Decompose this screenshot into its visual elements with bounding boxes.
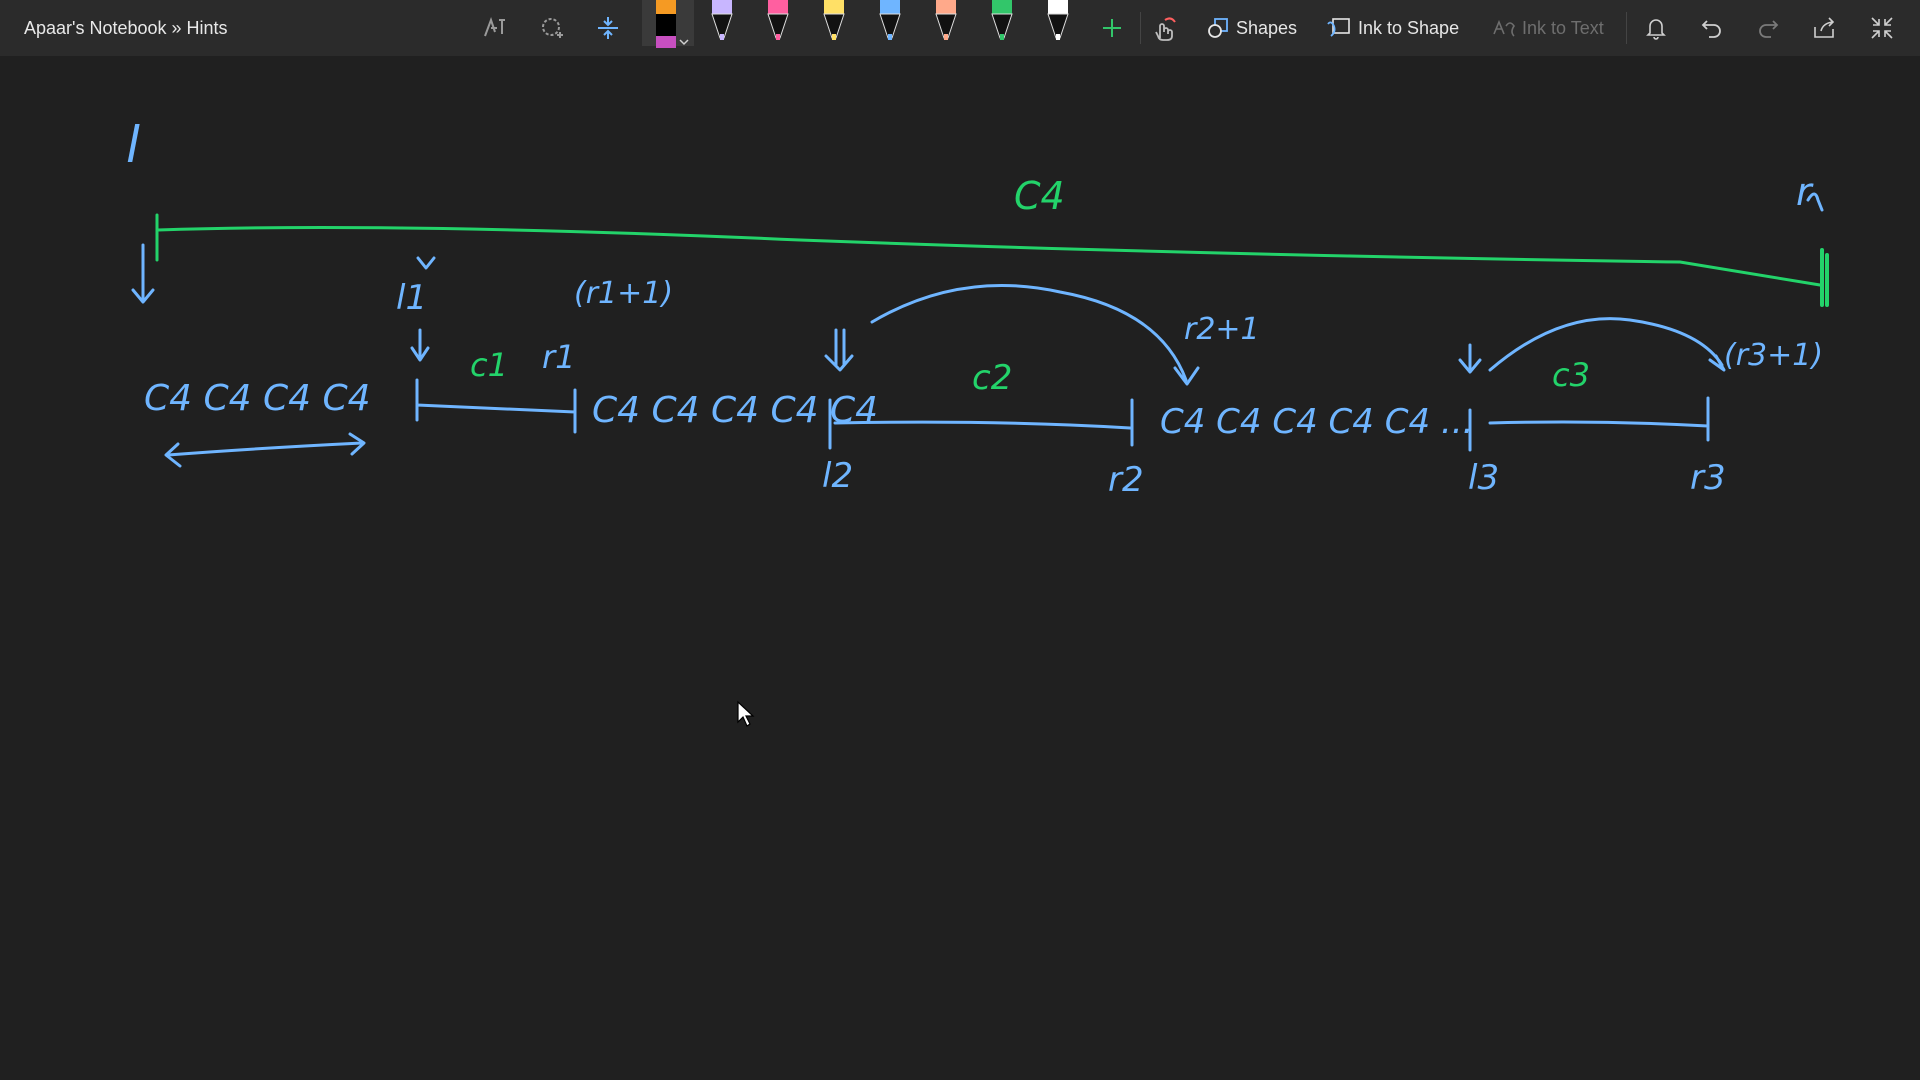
segment-2 xyxy=(828,398,1134,450)
label-r2: r2 xyxy=(1108,460,1144,500)
label-seq1: C4 C4 C4 C4 xyxy=(144,378,371,419)
share-icon[interactable] xyxy=(1804,8,1844,48)
label-l3: l3 xyxy=(1468,458,1500,498)
ink-drawing xyxy=(131,192,1829,468)
pen-green[interactable] xyxy=(990,0,1014,46)
shapes-icon xyxy=(1208,18,1228,38)
double-arrow xyxy=(164,432,366,468)
label-r2-plus: r2+1 xyxy=(1184,312,1260,347)
label-c3: c3 xyxy=(1552,356,1590,394)
bell-icon[interactable] xyxy=(1636,8,1676,48)
pen-pink[interactable] xyxy=(766,0,790,46)
label-c4-top: C4 xyxy=(1014,174,1065,218)
arc-3 xyxy=(1488,317,1726,372)
segment-1 xyxy=(415,378,577,434)
redo-icon[interactable] xyxy=(1748,8,1788,48)
pen-selected[interactable] xyxy=(642,0,694,48)
pen-lavender[interactable] xyxy=(710,0,734,46)
label-seq3: C4 C4 C4 C4 C4 ... xyxy=(1160,402,1474,442)
label-c2: c2 xyxy=(972,358,1013,398)
label-l1: l1 xyxy=(396,278,428,318)
collapse-icon[interactable] xyxy=(1862,8,1902,48)
label-r1: r1 xyxy=(542,338,576,376)
pen-white[interactable] xyxy=(1046,0,1070,46)
notebook-title: Apaar's Notebook » Hints xyxy=(24,18,228,38)
shapes-label: Shapes xyxy=(1236,17,1298,38)
lasso-select-icon[interactable] xyxy=(475,8,515,48)
ink-to-shape-label: Ink to Shape xyxy=(1358,17,1460,38)
shapes-button[interactable]: Shapes xyxy=(1206,8,1297,48)
ink-to-text-button[interactable]: Ink to Text xyxy=(1490,8,1604,48)
pen-yellow[interactable] xyxy=(822,0,846,46)
label-r3: r3 xyxy=(1690,458,1726,498)
label-r1-plus: (r1+1) xyxy=(574,276,674,311)
undo-icon[interactable] xyxy=(1692,8,1732,48)
ink-to-shape-button[interactable]: Ink to Shape xyxy=(1326,8,1459,48)
label-seq2: C4 C4 C4 C4 C4 xyxy=(592,390,878,431)
arrow-l xyxy=(131,243,155,304)
pen-peach[interactable] xyxy=(934,0,958,46)
ink-to-shape-icon xyxy=(1327,18,1350,37)
arrow-l1 xyxy=(410,328,430,362)
segment-3 xyxy=(1468,396,1710,452)
pen-blue[interactable] xyxy=(878,0,902,46)
touch-draw-icon[interactable] xyxy=(1145,8,1185,48)
green-range-line xyxy=(156,226,1822,287)
green-right-tick xyxy=(1820,248,1829,307)
toolbar: Apaar's Notebook » Hints xyxy=(0,0,1920,56)
note-canvas[interactable]: l r C4 l1 (r1+1) r1 c1 C4 C4 C4 C4 C4 C4… xyxy=(0,56,1920,1080)
label-l: l xyxy=(126,116,140,174)
add-pen-icon[interactable] xyxy=(1092,8,1132,48)
ink-to-text-label: Ink to Text xyxy=(1522,17,1604,38)
ink-to-text-icon xyxy=(1493,19,1515,37)
add-space-icon[interactable] xyxy=(588,8,628,48)
label-r: r xyxy=(1796,170,1812,214)
label-r3-plus: (r3+1) xyxy=(1724,338,1824,373)
label-l2: l2 xyxy=(822,456,854,496)
arc-2 xyxy=(870,284,1200,386)
eraser-icon[interactable] xyxy=(532,8,572,48)
mouse-cursor-icon xyxy=(737,700,755,727)
label-c1: c1 xyxy=(470,346,508,384)
